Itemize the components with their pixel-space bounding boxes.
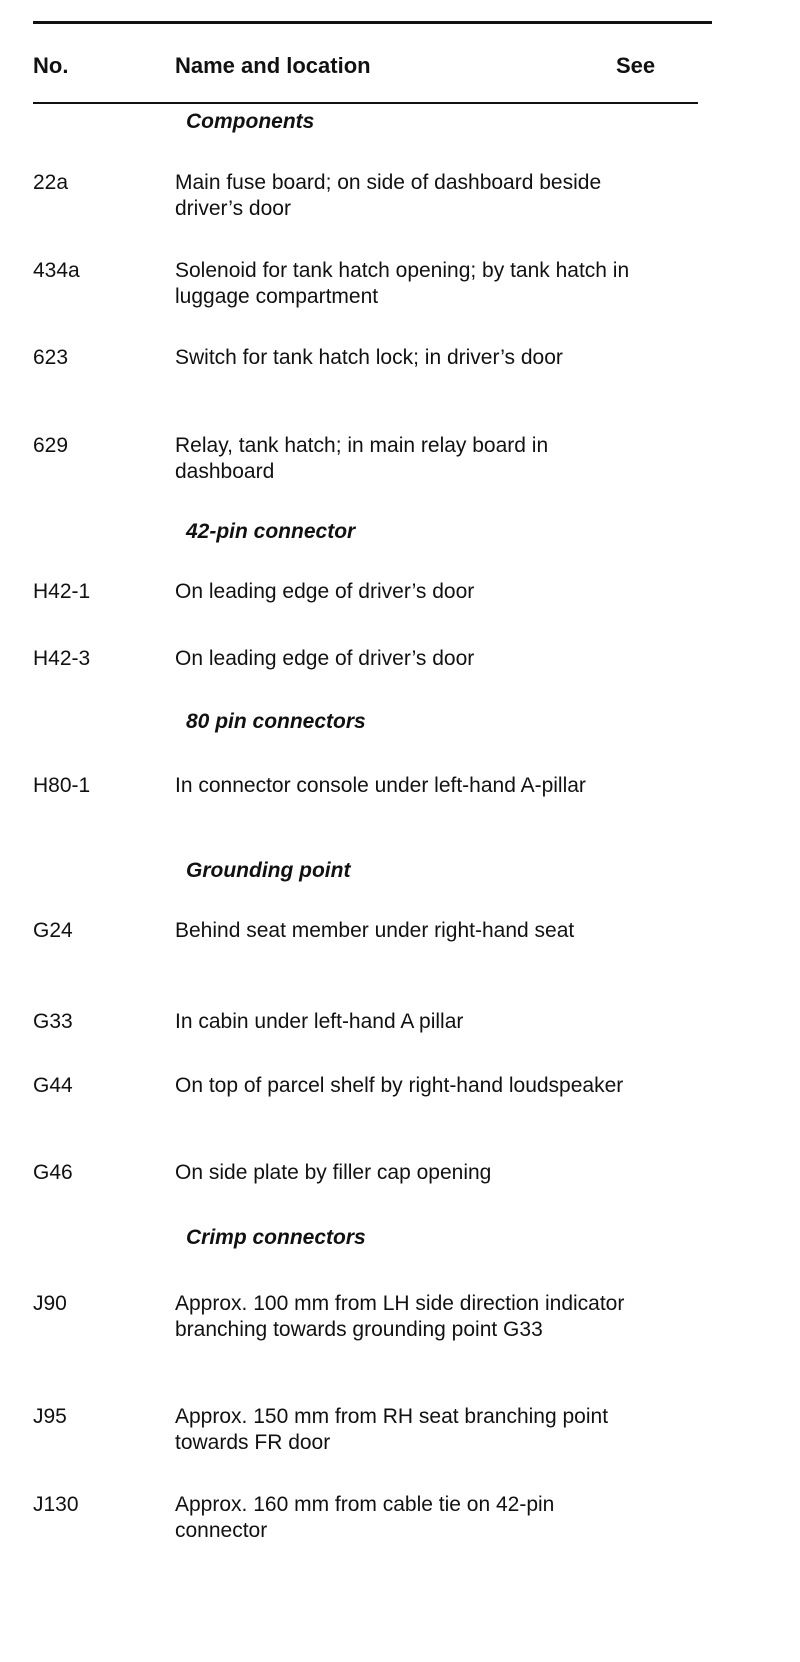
row-number: J130: [33, 1493, 79, 1516]
row-number: H80-1: [33, 774, 91, 797]
row-number: 434a: [33, 259, 80, 282]
row-description: On top of parcel shelf by right-hand lou…: [175, 1074, 624, 1097]
row-description: Approx. 150 mm from RH seat branching po…: [175, 1405, 609, 1454]
row-number: G46: [33, 1161, 73, 1184]
row-description: Relay, tank hatch; in main relay board i…: [175, 434, 549, 483]
row-number: H42-1: [33, 580, 91, 603]
row-number: J95: [33, 1405, 67, 1428]
row-description: Approx. 160 mm from cable tie on 42-pin …: [175, 1493, 555, 1542]
row-description: Approx. 100 mm from LH side direction in…: [175, 1292, 625, 1341]
header-name-and-location: Name and location: [175, 53, 371, 78]
table-header: No. Name and location See: [0, 53, 800, 83]
row-description: Solenoid for tank hatch opening; by tank…: [175, 259, 630, 308]
row-description: Switch for tank hatch lock; in driver’s …: [175, 346, 563, 369]
row-number: G24: [33, 919, 73, 942]
row-description: On leading edge of driver’s door: [175, 647, 475, 670]
row-number: 22a: [33, 171, 69, 194]
section-title-42-pin-connector: 42-pin connector: [186, 520, 356, 543]
header-rule: [33, 102, 698, 104]
section-title-components: Components: [186, 110, 315, 133]
row-number: G44: [33, 1074, 73, 1097]
row-description: In connector console under left-hand A-p…: [175, 774, 586, 797]
section-title-80-pin-connectors: 80 pin connectors: [186, 710, 366, 733]
row-number: 623: [33, 346, 69, 369]
row-description: Main fuse board; on side of dashboard be…: [175, 171, 602, 220]
row-description: On side plate by filler cap opening: [175, 1161, 492, 1184]
row-number: J90: [33, 1292, 67, 1315]
row-number: G33: [33, 1010, 73, 1033]
section-title-grounding-point: Grounding point: [186, 859, 351, 882]
section-title-crimp-connectors: Crimp connectors: [186, 1226, 366, 1249]
header-see: See: [616, 53, 656, 78]
top-rule: [33, 21, 712, 24]
row-description: In cabin under left-hand A pillar: [175, 1010, 464, 1033]
header-no: No.: [33, 53, 69, 78]
row-number: H42-3: [33, 647, 91, 670]
row-description: Behind seat member under right-hand seat: [175, 919, 575, 942]
row-description: On leading edge of driver’s door: [175, 580, 475, 603]
row-number: 629: [33, 434, 69, 457]
